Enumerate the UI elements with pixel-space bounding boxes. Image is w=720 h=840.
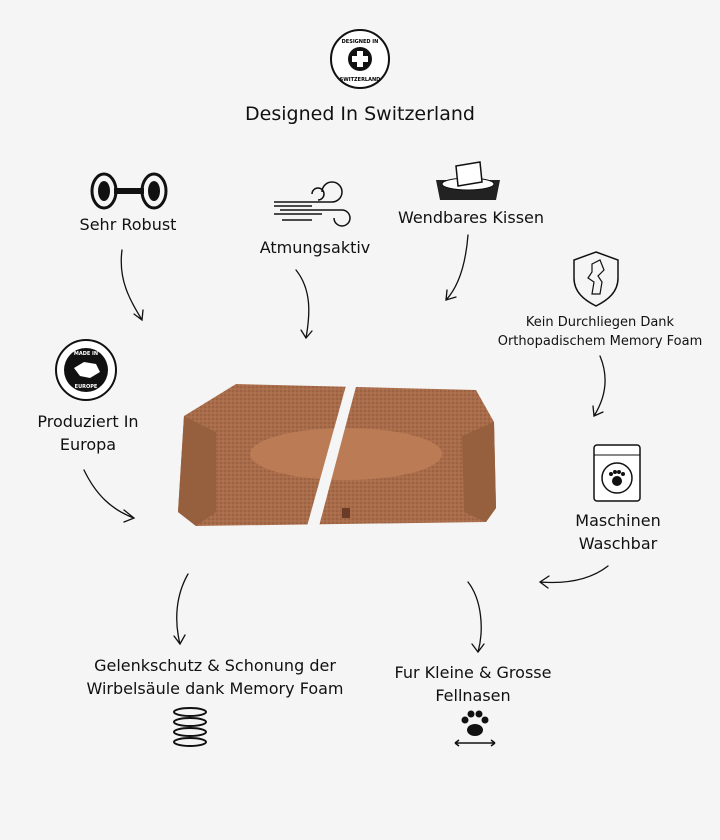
- svg-text:SWITZERLAND: SWITZERLAND: [340, 77, 381, 83]
- spring-icon: [173, 707, 207, 747]
- feature-orthopedic-line1: Kein Durchliegen Dank: [525, 315, 675, 330]
- feature-washable: Maschinen Waschbar: [548, 509, 688, 555]
- dumbbell-icon: [90, 172, 168, 210]
- wind-icon: [274, 181, 351, 227]
- feature-europe-line2: Europa: [59, 435, 117, 454]
- feature-europe-line1: Produziert In: [37, 412, 139, 431]
- washing-machine-icon: [593, 444, 641, 502]
- feature-washable-line2: Waschbar: [578, 534, 658, 553]
- arrow-washable: [538, 565, 609, 589]
- dog-bed-image: [178, 364, 496, 530]
- arrow-reversible: [445, 234, 469, 301]
- svg-text:EUROPE: EUROPE: [75, 384, 98, 390]
- feature-orthopedic-line2: Orthopadischem Memory Foam: [497, 334, 703, 349]
- arrow-breathable: [295, 269, 313, 340]
- feature-breathable: Atmungsaktiv: [259, 238, 371, 257]
- feature-size-line1: Fur Kleine & Grosse: [394, 663, 552, 682]
- arrow-joint: [173, 573, 189, 646]
- feature-europe: Produziert In Europa: [18, 410, 158, 456]
- svg-text:DESIGNED IN: DESIGNED IN: [342, 39, 379, 45]
- page-title: Designed In Switzerland: [245, 103, 475, 125]
- feature-joint-line2: Wirbelsäule dank Memory Foam: [86, 679, 344, 698]
- made-in-europe-badge-icon: MADE IN EUROPE: [55, 339, 117, 401]
- arrow-orthopedic: [592, 355, 606, 417]
- feature-joint: Gelenkschutz & Schonung der Wirbelsäule …: [40, 654, 390, 700]
- feature-size: Fur Kleine & Grosse Fellnasen: [380, 661, 566, 707]
- feature-reversible: Wendbares Kissen: [397, 208, 545, 227]
- feature-robust: Sehr Robust: [79, 215, 177, 234]
- arrow-robust: [120, 249, 144, 322]
- paw-size-icon: [454, 710, 496, 747]
- shield-bone-icon: [573, 251, 619, 307]
- svg-text:MADE IN: MADE IN: [74, 351, 98, 357]
- feature-orthopedic: Kein Durchliegen Dank Orthopadischem Mem…: [480, 313, 720, 351]
- feature-size-line2: Fellnasen: [435, 686, 511, 705]
- feature-washable-line1: Maschinen: [575, 511, 661, 530]
- arrow-europe: [83, 469, 136, 523]
- swiss-badge-icon: DESIGNED IN SWITZERLAND: [330, 29, 390, 89]
- bed-with-pillow-icon: [436, 161, 500, 200]
- feature-joint-line1: Gelenkschutz & Schonung der: [94, 656, 336, 675]
- arrow-size: [467, 581, 485, 654]
